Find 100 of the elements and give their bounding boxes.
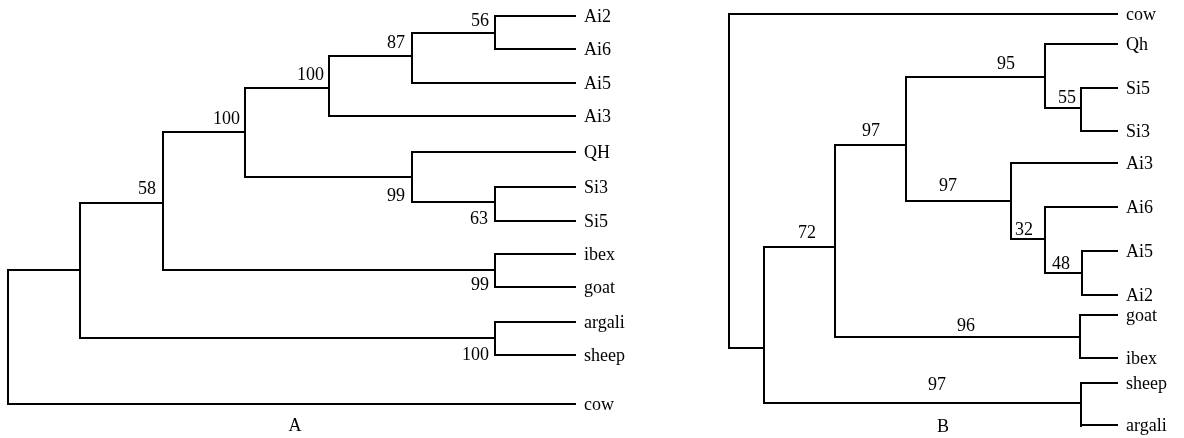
branch-node-line (494, 253, 496, 288)
bootstrap-value: 97 (862, 120, 880, 140)
branch-line (763, 246, 836, 248)
branch-line (79, 337, 496, 339)
branch-line (1044, 272, 1083, 274)
branch-line (494, 253, 577, 255)
bootstrap-value: 100 (213, 108, 240, 128)
taxon-label: Ai2 (1126, 285, 1153, 305)
bootstrap-value: 100 (297, 64, 324, 84)
bootstrap-value: 55 (1058, 87, 1076, 107)
branch-node-line (494, 15, 496, 50)
branch-node-line (1080, 382, 1082, 427)
branch-line (494, 321, 577, 323)
branch-line (411, 201, 496, 203)
branch-line (763, 402, 1082, 404)
taxon-label: Ai5 (1126, 241, 1153, 261)
branch-line (1079, 314, 1119, 316)
branch-line (244, 176, 413, 178)
branch-line (1010, 162, 1119, 164)
branch-line (494, 186, 577, 188)
branch-node-line (162, 131, 164, 271)
taxon-label: Ai2 (584, 6, 611, 26)
taxon-label: Qh (1126, 34, 1148, 54)
branch-line (494, 286, 577, 288)
branch-node-line (834, 144, 836, 338)
branch-node-line (79, 202, 81, 339)
taxon-label: ibex (584, 244, 615, 264)
branch-line (328, 115, 577, 117)
branch-line (328, 55, 413, 57)
taxon-label: cow (1126, 4, 1156, 24)
branch-line (1080, 382, 1119, 384)
branch-node-line (411, 32, 413, 84)
branch-line (1081, 250, 1119, 252)
branch-line (1080, 130, 1119, 132)
taxon-label: Si5 (1126, 78, 1150, 98)
branch-line (411, 82, 577, 84)
taxon-label: argali (1126, 415, 1167, 435)
branch-line (1080, 87, 1119, 89)
branch-node-line (905, 76, 907, 202)
branch-node-line (763, 246, 765, 404)
bootstrap-value: 32 (1015, 219, 1033, 239)
branch-node-line (244, 87, 246, 178)
branch-line (728, 13, 1119, 15)
branch-line (1044, 43, 1119, 45)
branch-node-line (1044, 43, 1046, 109)
taxon-label: Ai6 (584, 39, 611, 59)
branch-node-line (1010, 162, 1012, 240)
bootstrap-value: 87 (387, 32, 405, 52)
taxon-label: Ai6 (1126, 197, 1153, 217)
bootstrap-value: 58 (138, 178, 156, 198)
branch-line (1044, 107, 1082, 109)
branch-line (7, 403, 577, 405)
taxon-label: QH (584, 142, 610, 162)
taxon-label: argali (584, 312, 625, 332)
branch-line (1044, 206, 1119, 208)
taxon-label: Si3 (584, 177, 608, 197)
branch-node-line (1079, 314, 1081, 359)
branch-node-line (494, 321, 496, 356)
bootstrap-value: 96 (957, 315, 975, 335)
branch-line (905, 76, 1046, 78)
branch-node-line (728, 13, 730, 349)
branch-node-line (7, 269, 9, 405)
branch-line (1010, 238, 1046, 240)
bootstrap-value: 63 (470, 208, 488, 228)
branch-line (411, 151, 577, 153)
bootstrap-value: 99 (387, 185, 405, 205)
taxon-label: sheep (584, 345, 625, 365)
taxon-label: Ai5 (584, 73, 611, 93)
bootstrap-value: 56 (471, 10, 489, 30)
taxon-label: goat (584, 277, 615, 297)
branch-line (7, 269, 81, 271)
branch-line (1079, 357, 1119, 359)
branch-line (244, 87, 330, 89)
branch-line (79, 202, 164, 204)
bootstrap-value: 97 (939, 175, 957, 195)
taxon-label: cow (584, 394, 614, 414)
branch-line (1081, 294, 1119, 296)
bootstrap-value: 97 (928, 374, 946, 394)
branch-line (1080, 424, 1119, 426)
branch-line (494, 48, 577, 50)
bootstrap-value: 99 (471, 274, 489, 294)
branch-line (162, 131, 246, 133)
bootstrap-value: 48 (1052, 253, 1070, 273)
branch-line (494, 15, 577, 17)
branch-node-line (494, 186, 496, 222)
branch-node-line (1044, 206, 1046, 274)
branch-line (494, 354, 577, 356)
taxon-label: ibex (1126, 348, 1157, 368)
taxon-label: goat (1126, 305, 1157, 325)
branch-node-line (328, 55, 330, 117)
taxon-label: Si3 (1126, 121, 1150, 141)
panel-label: A (288, 415, 302, 435)
branch-line (494, 220, 577, 222)
taxon-label: sheep (1126, 373, 1167, 393)
branch-line (905, 200, 1012, 202)
bootstrap-value: 100 (462, 344, 489, 364)
bootstrap-value: 72 (798, 222, 816, 242)
branch-line (162, 269, 496, 271)
branch-node-line (1080, 87, 1082, 132)
taxon-label: Ai3 (1126, 153, 1153, 173)
